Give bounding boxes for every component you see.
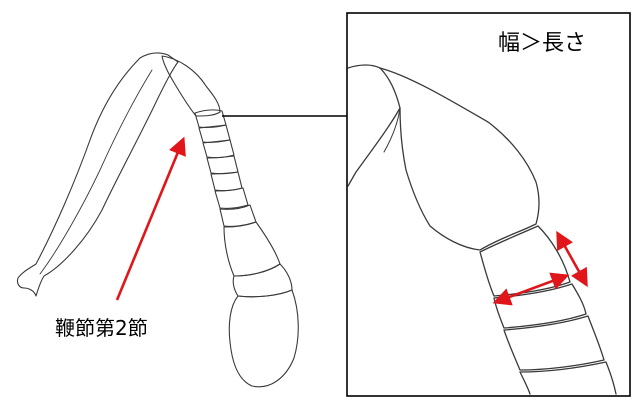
pointer-arrow [117, 140, 183, 300]
club-segment-2 [233, 264, 292, 297]
club-terminal-segment [229, 290, 298, 387]
club-segment-1 [224, 222, 280, 276]
antenna-pedicel [162, 56, 220, 116]
flagellomere-2-label: 鞭節第2節 [55, 318, 148, 338]
flagellomere-1 [195, 110, 226, 127]
flagellomere-2 [199, 125, 230, 142]
flagellomere-3 [203, 140, 234, 158]
flagellomere-6 [215, 188, 248, 208]
flagellomere-5 [211, 172, 242, 191]
flagellomere-4 [207, 156, 238, 174]
width-length-ratio-label: 幅＞長さ [498, 33, 586, 55]
